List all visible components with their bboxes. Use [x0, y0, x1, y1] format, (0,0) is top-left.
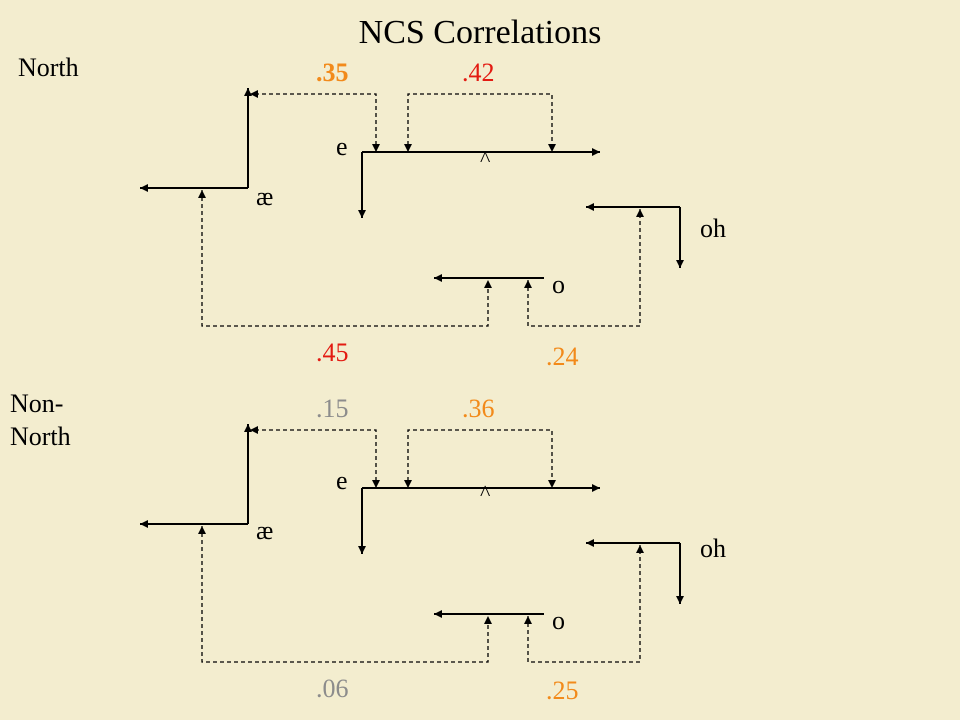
vowel-oh-label: oh	[700, 214, 726, 243]
vowel-caret-label: ^	[480, 480, 491, 505]
correlation-ae-o: .06	[316, 674, 349, 703]
correlation-e-caret: .42	[462, 58, 495, 87]
vowel-caret-label: ^	[480, 146, 491, 171]
correlation-o-oh: .24	[546, 342, 579, 371]
region-label: North	[18, 53, 79, 82]
vowel-o-label: o	[552, 270, 565, 299]
correlation-e-caret: .36	[462, 394, 495, 423]
vowel-ae-label: æ	[256, 516, 274, 545]
correlation-ae-e: .35	[316, 58, 349, 87]
correlation-o-oh: .25	[546, 676, 579, 705]
diagram-non-north	[140, 424, 680, 662]
vowel-ae-label: æ	[256, 182, 274, 211]
vowel-o-label: o	[552, 606, 565, 635]
correlation-ae-o: .45	[316, 338, 349, 367]
vowel-e-label: e	[336, 466, 348, 495]
vowel-e-label: e	[336, 132, 348, 161]
page-title: NCS Correlations	[358, 14, 602, 51]
correlation-ae-e: .15	[316, 394, 349, 423]
vowel-oh-label: oh	[700, 534, 726, 563]
diagram-north	[140, 88, 680, 326]
region-label: Non- North	[10, 389, 71, 451]
